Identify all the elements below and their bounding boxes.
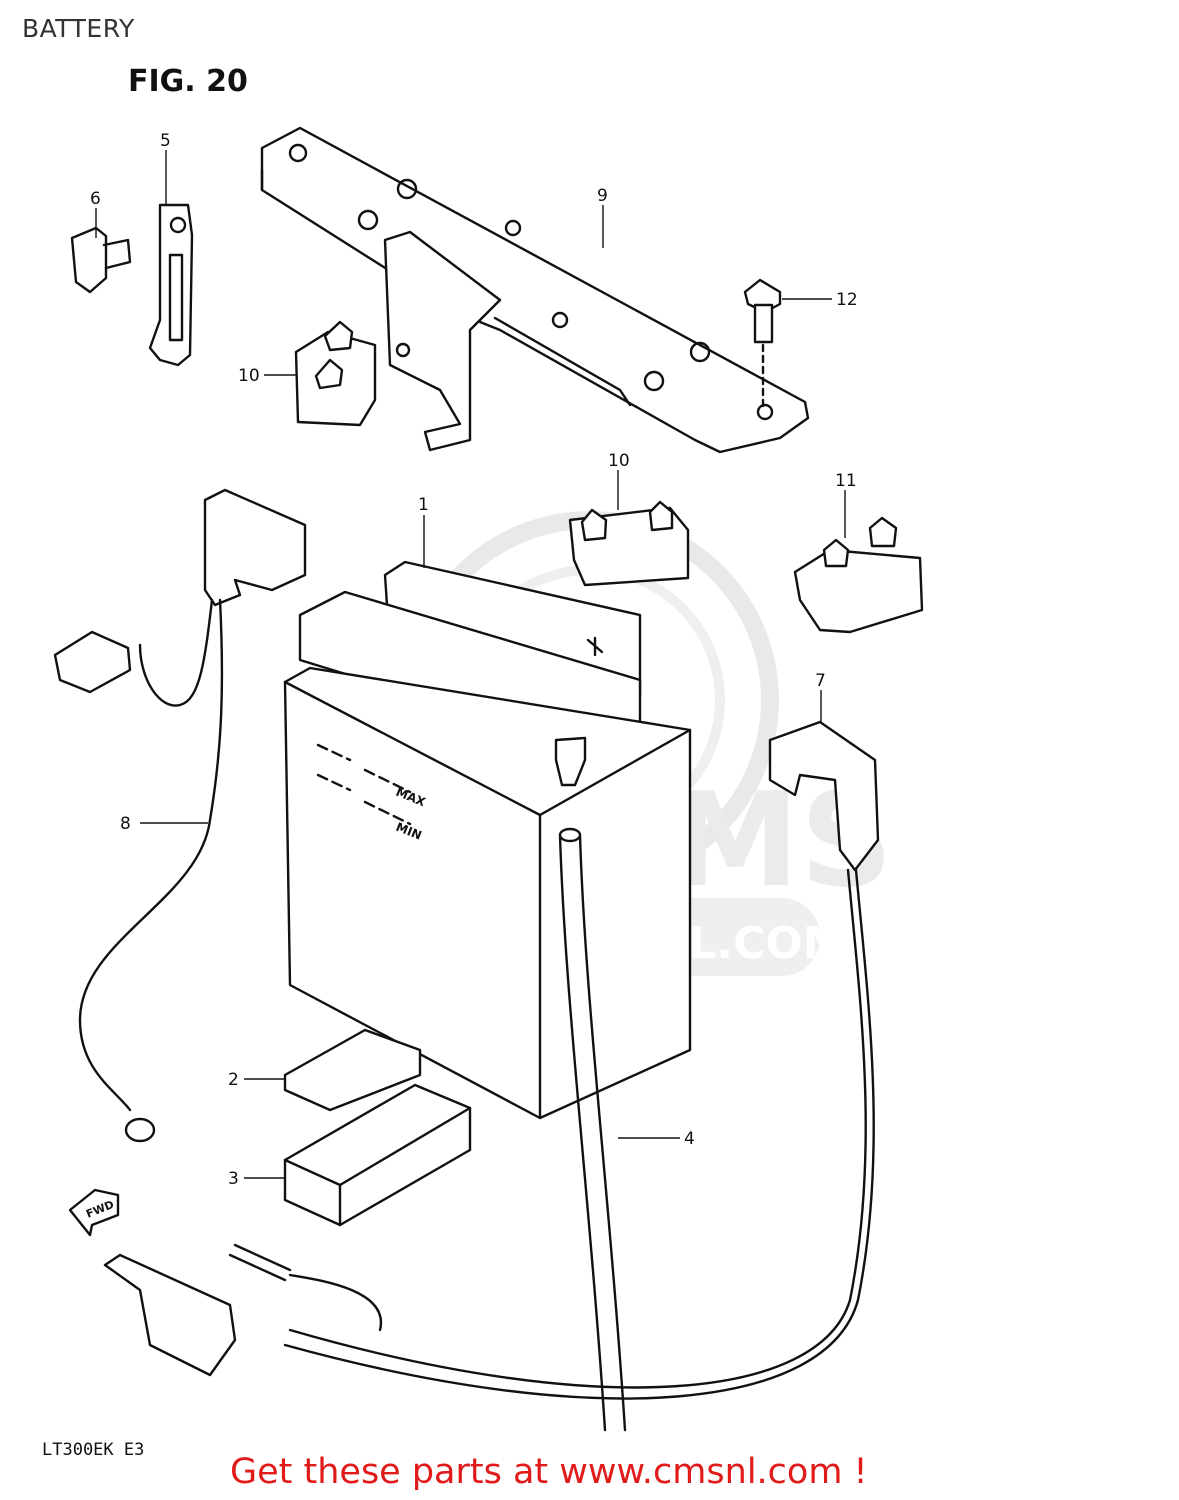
positive-cable-part-7 [103,720,880,1400]
battery-part-1: MAX MIN [283,560,692,1120]
negative-cable-part-8 [53,488,307,1143]
terminal-cover-part-10a [294,320,377,427]
screw-part-6 [70,226,132,294]
get-parts-link[interactable]: Get these parts at www.cmsnl.com ! [230,1452,868,1492]
callout-2: 2 [228,1070,239,1090]
callout-6: 6 [90,189,101,209]
page-header: BATTERY [22,14,135,43]
callouts: 1 2 3 4 5 6 7 8 9 10 10 11 12 [90,131,858,1189]
strap-part-5 [148,203,194,367]
callout-4: 4 [684,1129,695,1149]
callout-7: 7 [815,671,826,691]
breather-hose-part-4 [558,827,627,1432]
callout-12: 12 [836,290,858,310]
terminal-cover-part-10b [568,500,690,587]
callout-5: 5 [160,131,171,151]
callout-10a: 10 [238,366,260,386]
callout-11: 11 [835,471,857,491]
terminal-cover-part-11 [793,516,924,634]
callout-10b: 10 [608,451,630,471]
figure-title: FIG. 20 [128,64,248,99]
bracket-part-9 [260,126,810,454]
bolt-part-12 [743,278,782,412]
pad-part-2 [283,1028,422,1112]
callout-8: 8 [120,814,131,834]
model-code: LT300EK E3 [42,1440,145,1460]
pad-part-3 [283,1083,472,1227]
callout-9: 9 [597,186,608,206]
fwd-arrow-icon: FWD [68,1188,120,1237]
callout-1: 1 [418,495,429,515]
callout-3: 3 [228,1169,239,1189]
